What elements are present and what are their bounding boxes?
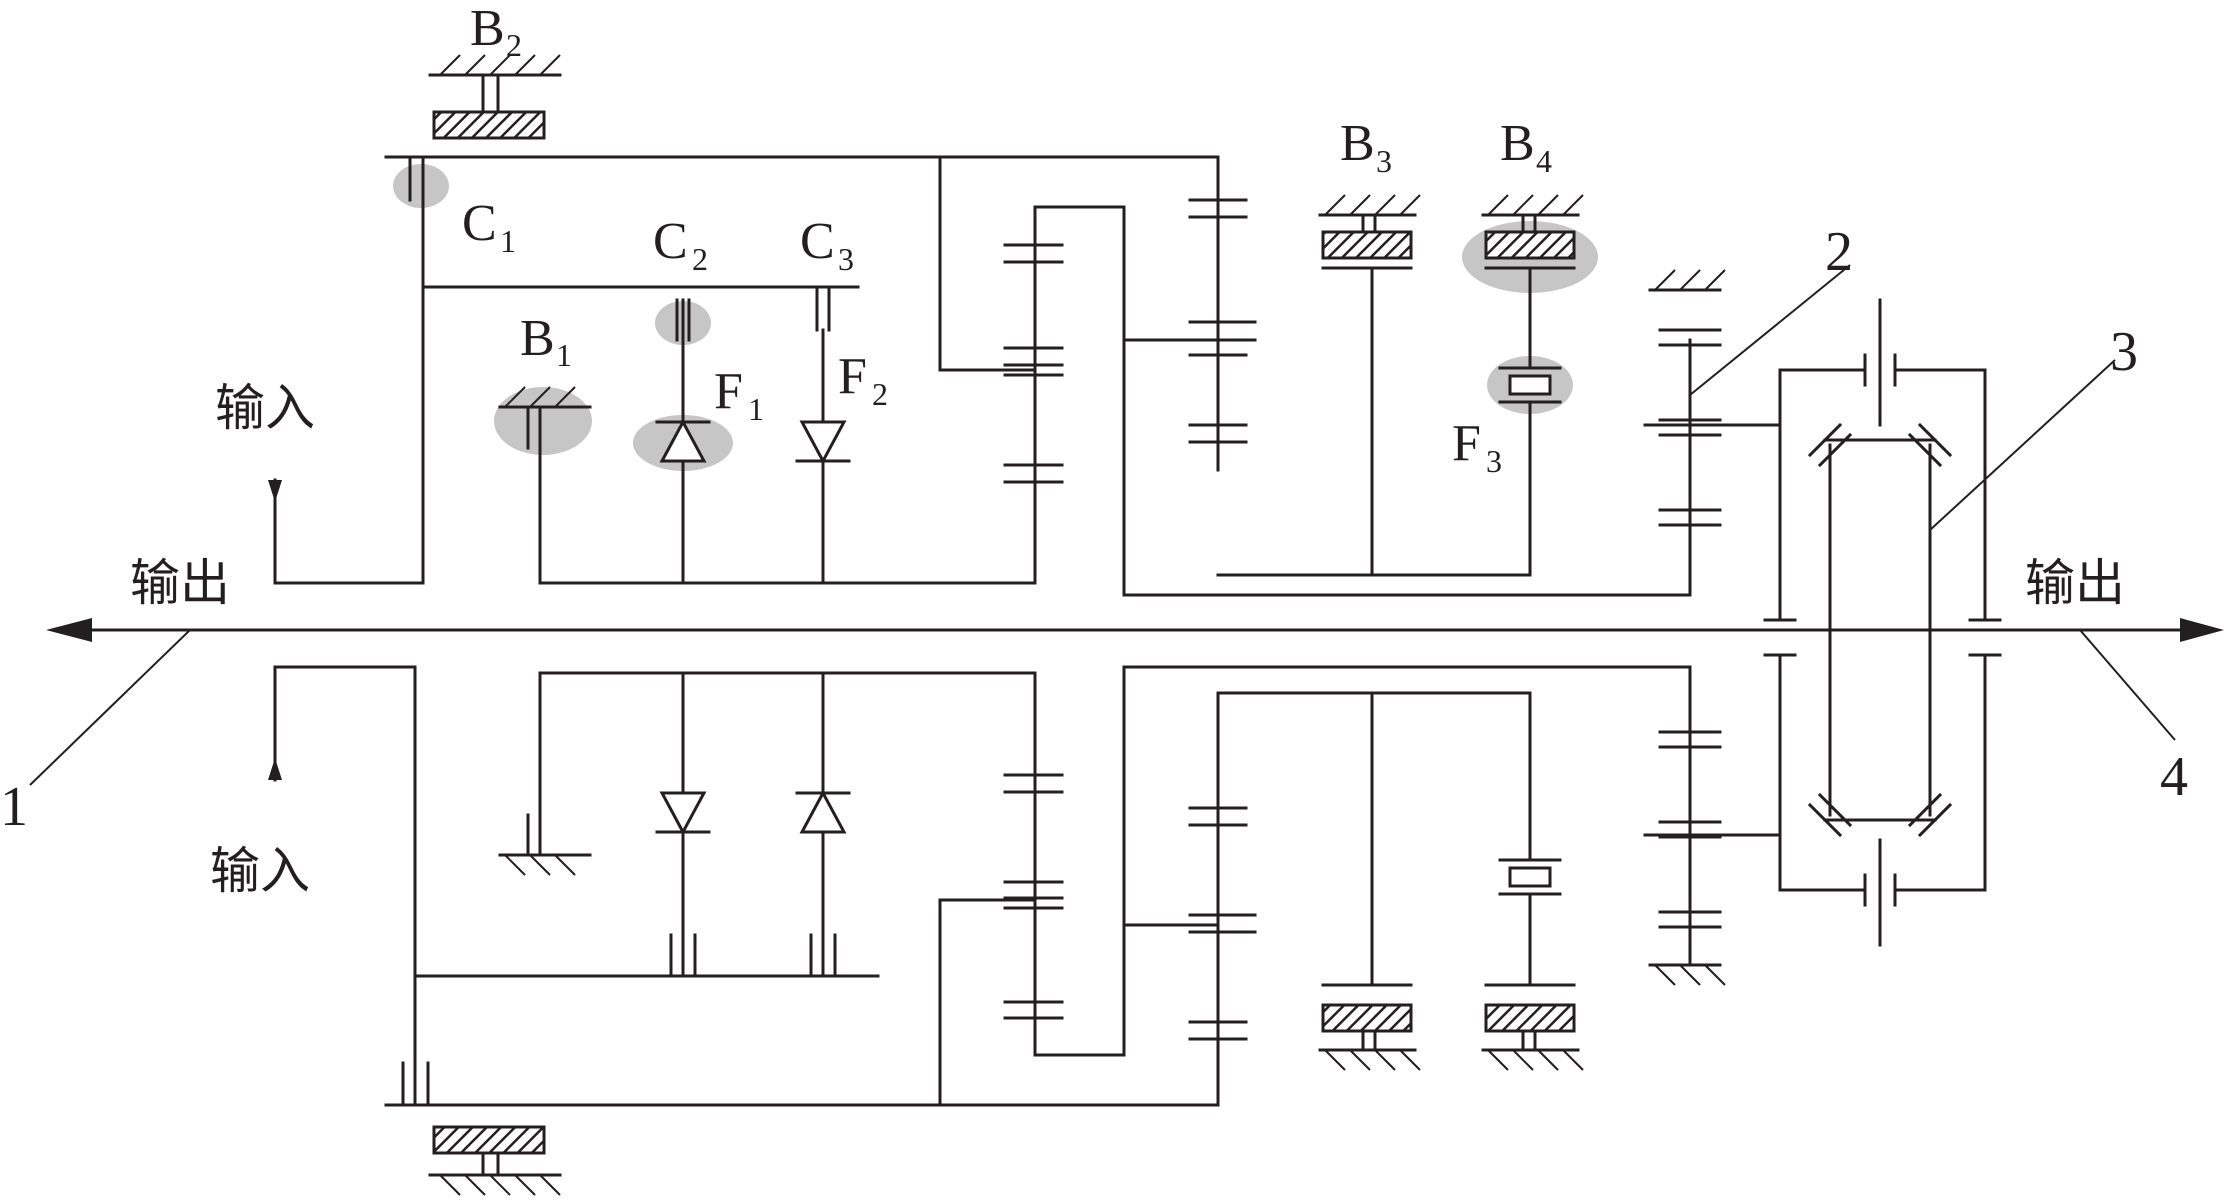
highlight-b1 <box>494 387 592 455</box>
output-arrow-left <box>46 618 92 642</box>
highlight-c1 <box>393 164 449 208</box>
label-c3-sub: 3 <box>838 241 854 277</box>
label-b1: B <box>520 310 555 367</box>
label-b4: B <box>1500 115 1535 172</box>
highlight-group <box>393 164 1598 471</box>
label-c2: C <box>653 213 688 270</box>
label-f3: F <box>1452 415 1481 472</box>
callout-1: 1 <box>0 776 28 838</box>
label-b2-sub: 2 <box>506 27 522 63</box>
label-b2: B <box>470 0 505 57</box>
label-output-left: 输出 <box>130 554 230 612</box>
label-b4-sub: 4 <box>1536 143 1552 179</box>
label-f2: F <box>838 348 867 405</box>
label-c1: C <box>462 195 497 252</box>
f2-one-way-clutch-icon <box>799 420 847 465</box>
lower-half <box>268 628 2002 1196</box>
label-input-bottom: 输入 <box>210 842 310 900</box>
callout-2: 2 <box>1825 221 1853 283</box>
label-f1-sub: 1 <box>748 391 764 427</box>
callout-4: 4 <box>2160 746 2188 808</box>
f1-one-way-clutch-icon <box>659 418 707 463</box>
main-shaft <box>46 618 2224 642</box>
label-f1: F <box>714 363 743 420</box>
brake-b2-top <box>428 54 562 140</box>
label-f3-sub: 3 <box>1486 443 1502 479</box>
output-arrow-right <box>2180 618 2224 642</box>
label-input-top: 输入 <box>215 379 315 437</box>
callout-3: 3 <box>2110 321 2138 383</box>
label-c1-sub: 1 <box>500 223 516 259</box>
label-c2-sub: 2 <box>692 241 708 277</box>
label-b1-sub: 1 <box>556 337 572 373</box>
label-output-right: 输出 <box>2025 554 2125 612</box>
callout-leaders <box>29 264 2176 786</box>
label-b3: B <box>1340 115 1375 172</box>
label-group: B 2 C 1 C 2 C 3 B 1 F 1 F 2 B 3 B 4 F 3 … <box>0 0 2188 900</box>
label-c3: C <box>800 213 835 270</box>
f3-one-way-clutch-icon <box>1508 374 1552 396</box>
label-b3-sub: 3 <box>1376 143 1392 179</box>
upper-half <box>268 54 2002 632</box>
label-f2-sub: 2 <box>872 376 888 412</box>
